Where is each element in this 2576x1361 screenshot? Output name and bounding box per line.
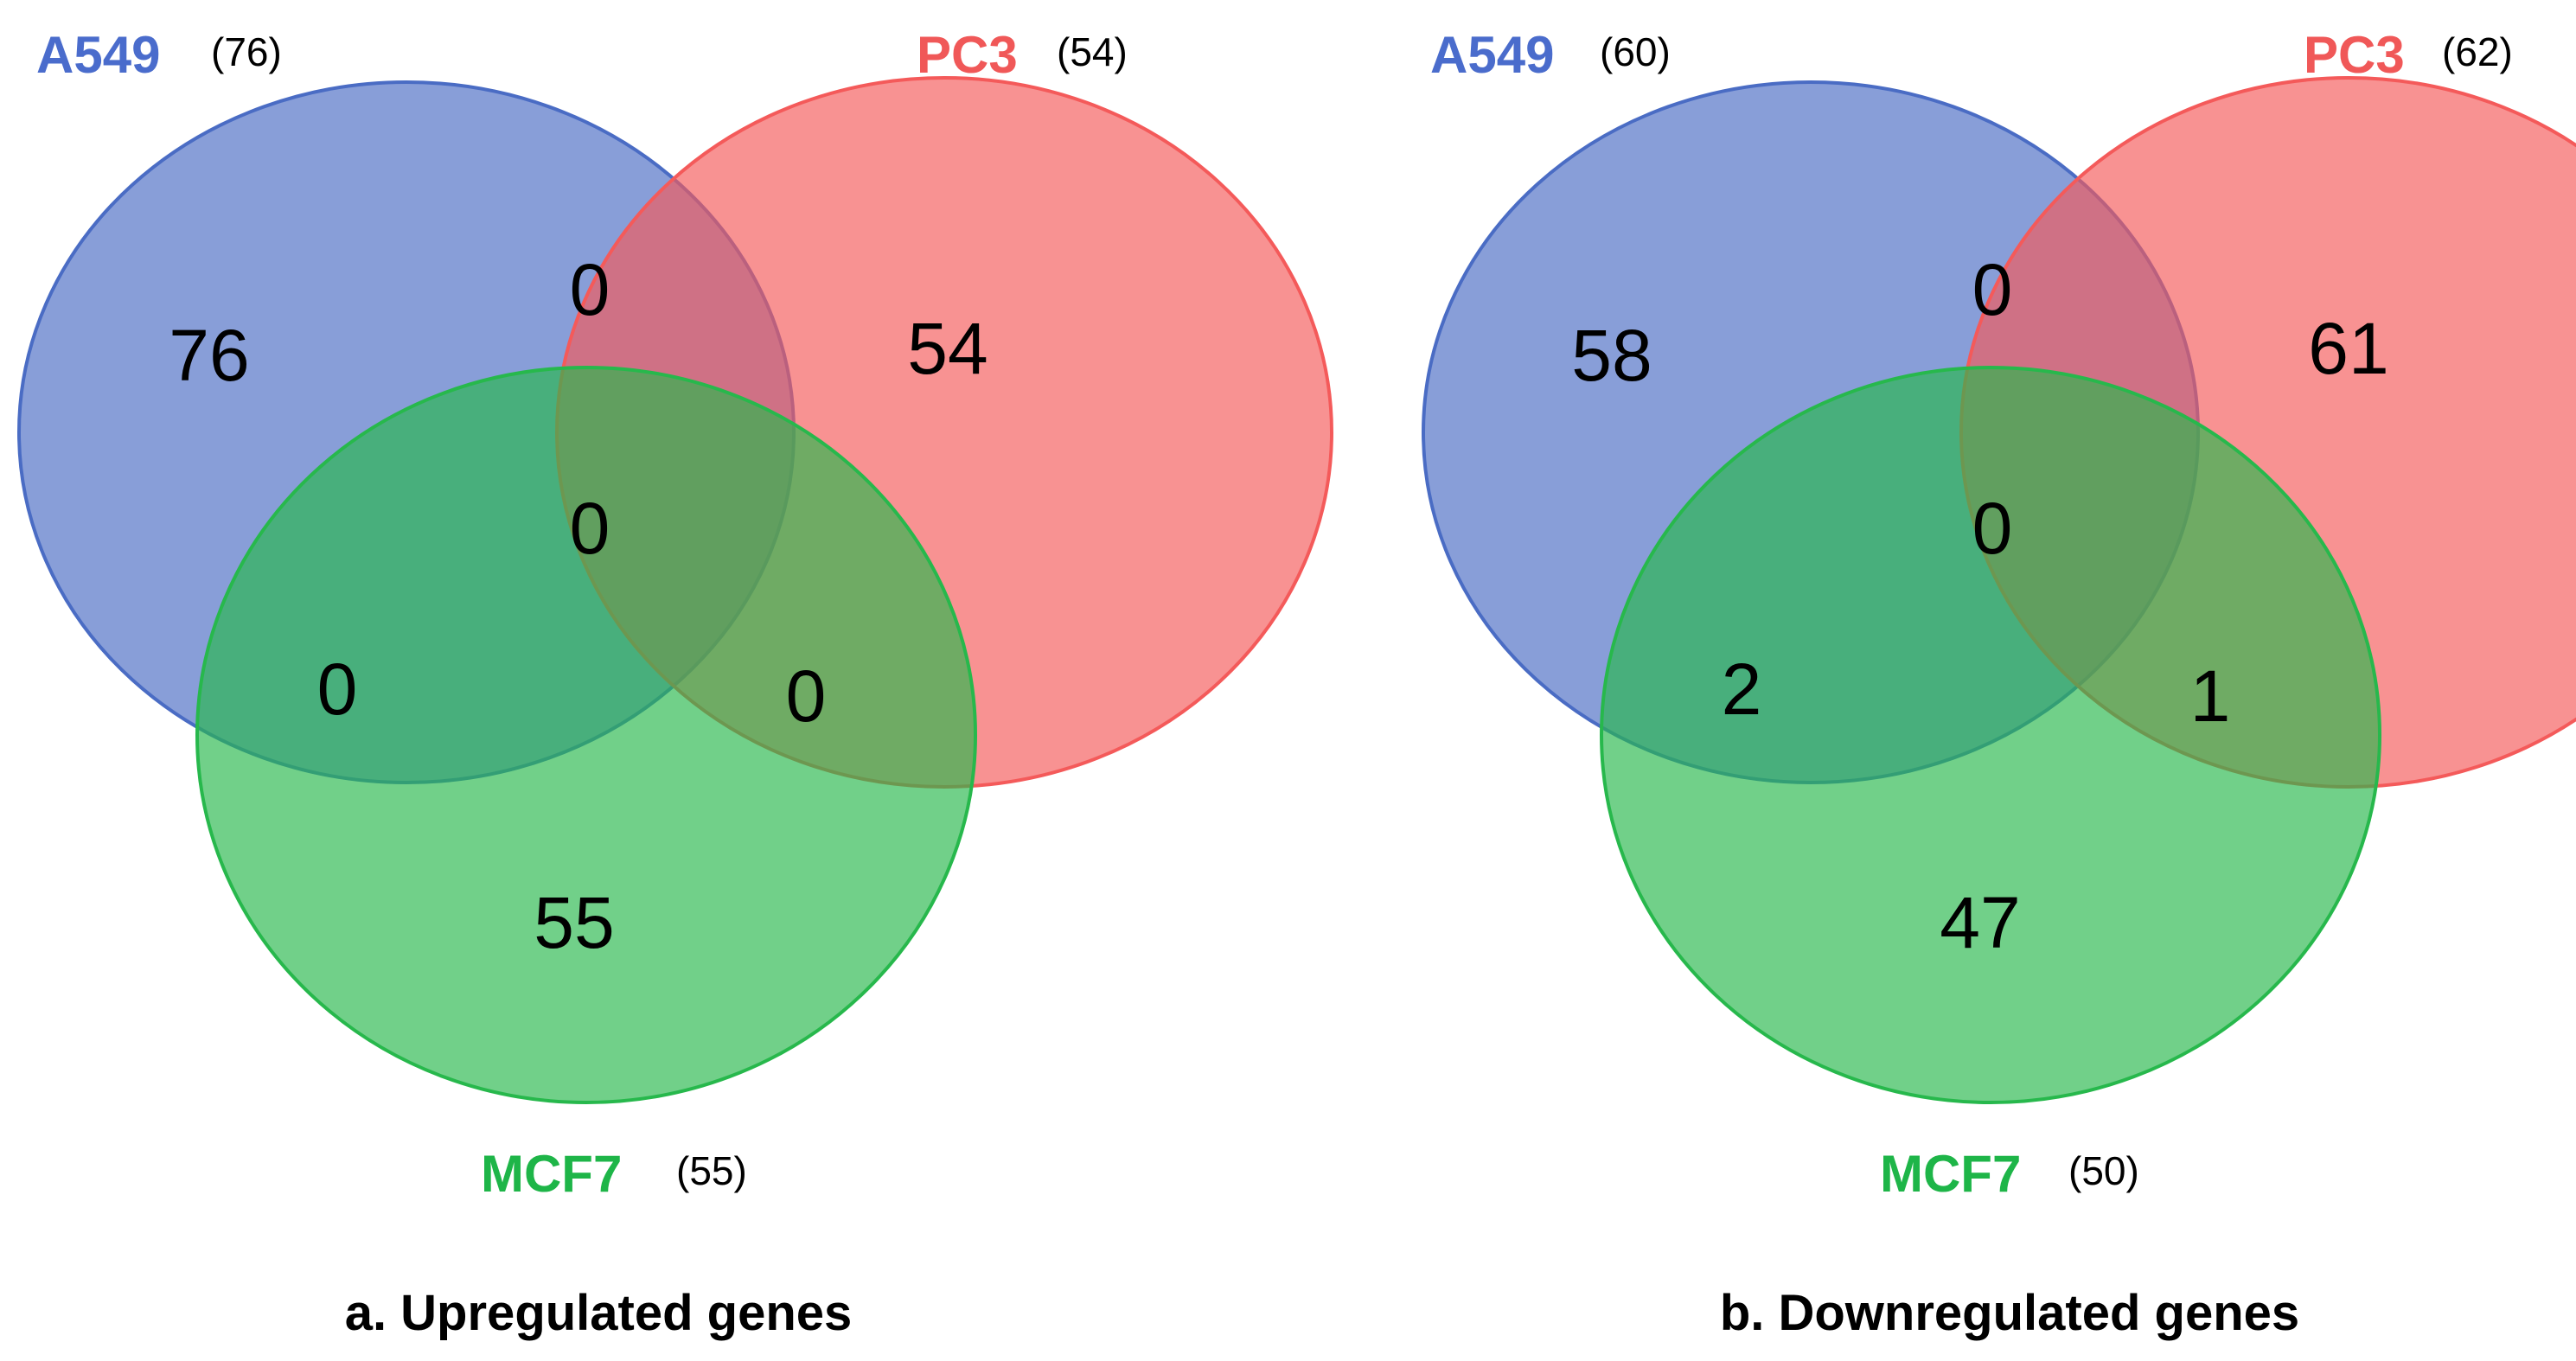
region-mcf7-only-count: 47: [1940, 882, 2020, 963]
panel-b-downregulated: A549 (60) PC3 (62) MCF7 (50) 58 61 0 0 2…: [1422, 26, 2576, 1341]
pc3-set-label: PC3: [2304, 26, 2405, 84]
a549-set-label: A549: [36, 26, 160, 84]
a549-set-total: (76): [211, 29, 282, 74]
pc3-set-total: (54): [1057, 29, 1128, 74]
region-a549-mcf7-count: 0: [317, 649, 358, 730]
region-a549-pc3-count: 0: [570, 249, 610, 330]
a549-set-total: (60): [1600, 29, 1671, 74]
region-pc3-only-count: 61: [2308, 308, 2388, 389]
region-a549-mcf7-count: 2: [1722, 649, 1762, 730]
region-a549-pc3-count: 0: [1972, 249, 2013, 330]
region-mcf7-only-count: 55: [534, 882, 614, 963]
mcf7-set-label: MCF7: [481, 1145, 622, 1203]
mcf7-set-circle: [1600, 366, 2381, 1104]
mcf7-set-total: (50): [2068, 1148, 2139, 1193]
panel-a-upregulated: A549 (76) PC3 (54) MCF7 (55) 76 54 0 0 0…: [17, 26, 1333, 1341]
panel-b-caption: b. Downregulated genes: [1720, 1285, 2299, 1341]
mcf7-set-label: MCF7: [1880, 1145, 2021, 1203]
region-all-three-count: 0: [1972, 488, 2013, 569]
mcf7-set-total: (55): [676, 1148, 747, 1193]
region-pc3-only-count: 54: [907, 308, 988, 389]
region-pc3-mcf7-count: 1: [2190, 655, 2231, 737]
pc3-set-label: PC3: [917, 26, 1018, 84]
region-a549-only-count: 76: [169, 315, 249, 396]
region-a549-only-count: 58: [1571, 315, 1652, 396]
a549-set-label: A549: [1430, 26, 1554, 84]
region-all-three-count: 0: [570, 488, 610, 569]
pc3-set-total: (62): [2442, 29, 2513, 74]
mcf7-set-circle: [195, 366, 977, 1104]
panel-a-caption: a. Upregulated genes: [345, 1285, 853, 1341]
region-pc3-mcf7-count: 0: [786, 655, 827, 737]
